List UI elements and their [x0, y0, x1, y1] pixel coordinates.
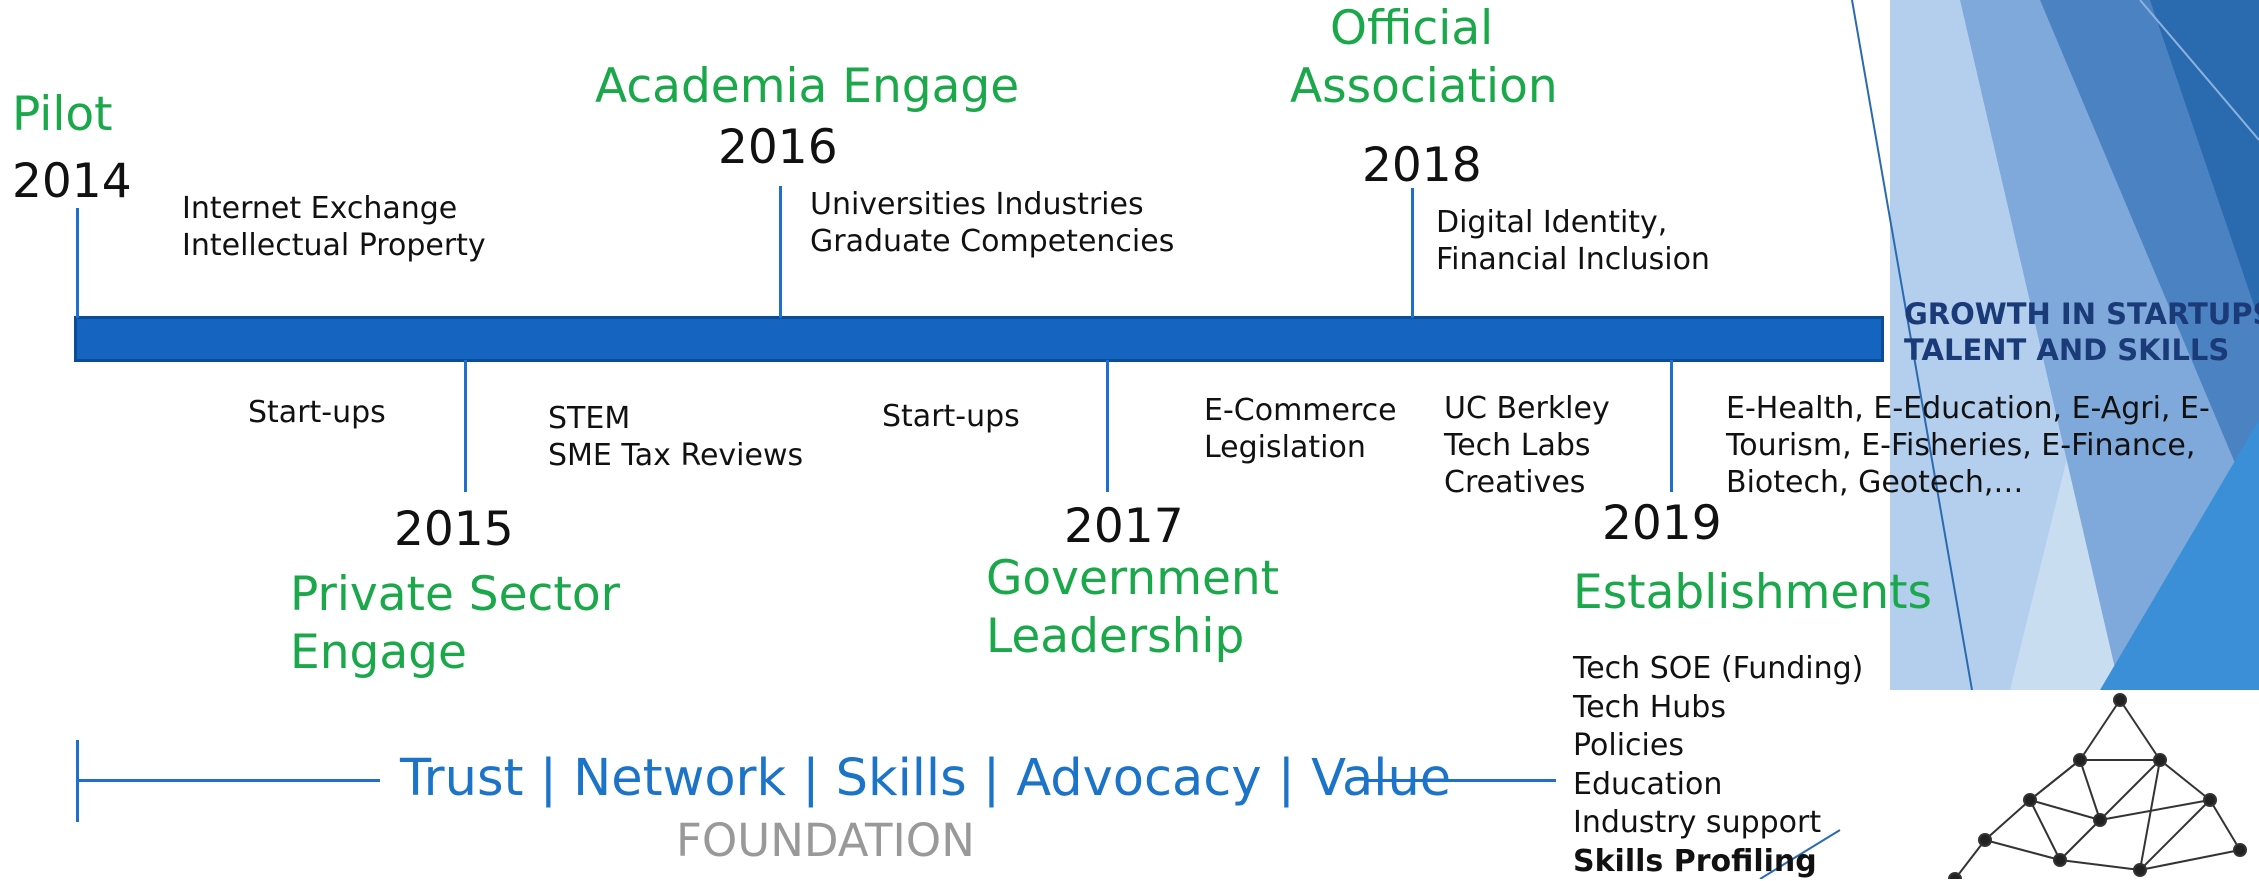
milestone-2018-notes: Digital Identity, Financial Inclusion: [1436, 204, 1710, 278]
note-line: Start-ups: [882, 398, 1020, 435]
title-line: Official: [1290, 0, 1558, 58]
milestone-2014-year: 2014: [12, 154, 132, 210]
note-line: SME Tax Reviews: [548, 437, 803, 474]
milestone-2018-title: Official Association: [1290, 0, 1558, 116]
tick-2016: [779, 186, 782, 318]
note-line: Financial Inclusion: [1436, 241, 1710, 278]
milestone-2014-title: Pilot: [12, 86, 113, 144]
tick-2015: [464, 360, 467, 492]
milestone-2017-title: Government Leadership: [986, 550, 1279, 666]
list-item: Tech SOE (Funding): [1573, 650, 1863, 689]
establishments-list: Tech SOE (Funding) Tech Hubs Policies Ed…: [1573, 650, 1863, 881]
tick-2019: [1670, 360, 1673, 492]
milestone-2019-title: Establishments: [1573, 564, 1932, 622]
milestone-2018-year: 2018: [1362, 138, 1482, 194]
note-line: STEM: [548, 400, 803, 437]
foundation-label: FOUNDATION: [676, 815, 975, 867]
milestone-2015-notes-right: STEM SME Tax Reviews: [548, 400, 803, 474]
milestone-2015-title: Private Sector Engage: [290, 566, 620, 682]
foundation-line-left: [78, 779, 380, 782]
tick-2014: [76, 208, 79, 318]
milestone-2017-notes-right: E-Commerce Legislation: [1204, 392, 1397, 466]
title-line: Government: [986, 550, 1279, 608]
note-line: Legislation: [1204, 429, 1397, 466]
timeline-bar: [74, 316, 1884, 362]
note-line: Tourism, E-Fisheries, E-Finance,: [1726, 427, 2210, 464]
note-line: E-Health, E-Education, E-Agri, E-: [1726, 390, 2210, 427]
milestone-2015-year: 2015: [394, 502, 514, 558]
note-line: E-Commerce: [1204, 392, 1397, 429]
note-line: UC Berkley: [1444, 390, 1610, 427]
milestone-2019-sectors: E-Health, E-Education, E-Agri, E- Touris…: [1726, 390, 2210, 501]
milestone-2017-notes-left: Start-ups: [882, 398, 1020, 435]
note-line: Biotech, Geotech,…: [1726, 464, 2210, 501]
note-line: Intellectual Property: [182, 227, 486, 264]
note-line: Digital Identity,: [1436, 204, 1710, 241]
growth-line: GROWTH IN STARTUPS: [1904, 296, 2259, 332]
title-line: Private Sector: [290, 566, 620, 624]
foundation-values: Trust | Network | Skills | Advocacy | Va…: [400, 749, 1451, 809]
milestone-2016-notes: Universities Industries Graduate Compete…: [810, 186, 1174, 260]
note-line: Tech Labs: [1444, 427, 1610, 464]
milestone-2017-year: 2017: [1064, 499, 1184, 555]
title-line: Association: [1290, 58, 1558, 116]
milestone-2016-year: 2016: [718, 120, 838, 176]
note-line: Internet Exchange: [182, 190, 486, 227]
note-line: Creatives: [1444, 464, 1610, 501]
milestone-2016-title: Academia Engage: [595, 58, 1019, 116]
title-line: Engage: [290, 624, 620, 682]
list-item: Education: [1573, 766, 1863, 805]
note-line: Start-ups: [248, 394, 386, 431]
milestone-2019-year: 2019: [1602, 496, 1722, 552]
title-line: Leadership: [986, 608, 1279, 666]
milestone-2015-notes-left: Start-ups: [248, 394, 386, 431]
tick-2018: [1411, 188, 1414, 318]
list-item: Industry support: [1573, 804, 1863, 843]
growth-line: TALENT AND SKILLS: [1904, 332, 2259, 368]
list-item: Tech Hubs: [1573, 689, 1863, 728]
list-item: Skills Profiling: [1573, 843, 1863, 881]
milestone-2019-notes-left: UC Berkley Tech Labs Creatives: [1444, 390, 1610, 501]
note-line: Graduate Competencies: [810, 223, 1174, 260]
tick-2017: [1106, 360, 1109, 492]
milestone-2014-notes: Internet Exchange Intellectual Property: [182, 190, 486, 264]
note-line: Universities Industries: [810, 186, 1174, 223]
growth-label: GROWTH IN STARTUPS TALENT AND SKILLS: [1904, 296, 2259, 368]
list-item: Policies: [1573, 727, 1863, 766]
